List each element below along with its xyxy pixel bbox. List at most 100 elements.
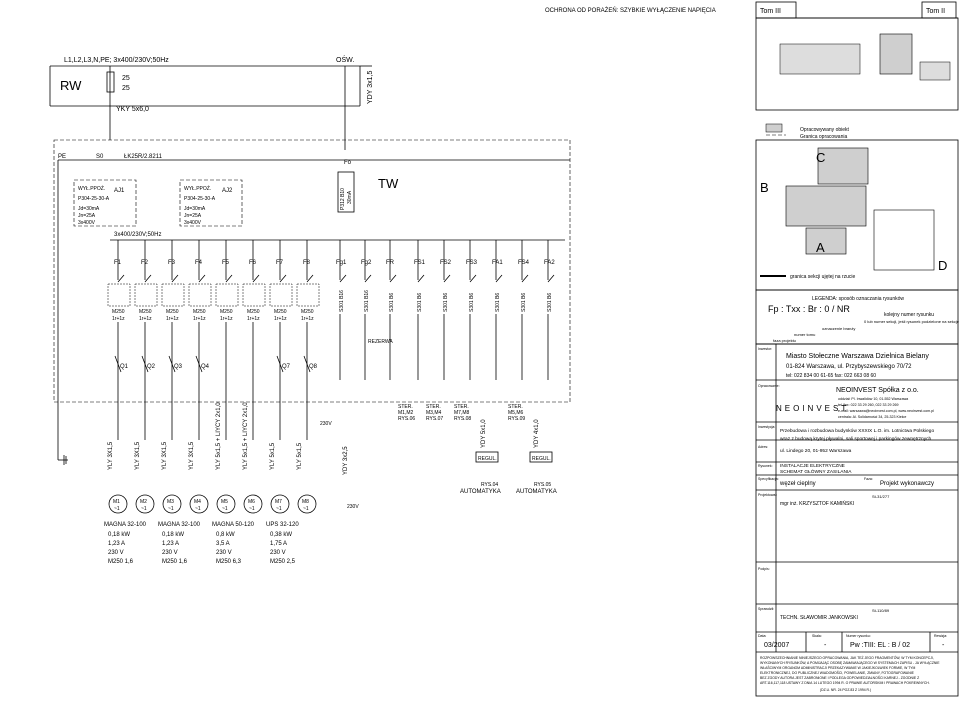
breaker-box [269, 283, 293, 307]
feeder-cable: YLY 5x1,5 + LIYCY 2x1,0 [243, 402, 249, 470]
breaker-row: M2501r+1zM2501r+1zM2501r+1zM2501r+1zM250… [107, 283, 320, 440]
legend-title: LEGENDA: sposób oznaczania rysunków [812, 296, 904, 302]
breaker-mode: 1r+1z [193, 316, 206, 322]
plan-b-label: B [760, 180, 769, 195]
switch-contact [521, 274, 529, 283]
osw-cable: YDY 3x1,5 [367, 71, 374, 104]
breaker-rating: M250 [166, 309, 179, 315]
sprawdzil: TECHN. SŁAWOMIR JANKOWSKI [780, 615, 858, 621]
motor-symbol [270, 494, 290, 514]
skala-label: Skala: [812, 634, 822, 638]
pump-voltage: 230 V [162, 550, 178, 556]
motor-symbol [216, 494, 236, 514]
ster-motors: M3,M4 [426, 410, 442, 416]
switch-contact [144, 274, 152, 283]
projektowal: mgr inż. KRZYSZTOF KAMIŃSKI [780, 500, 854, 507]
podpis-label: Podpis: [758, 567, 770, 571]
switch-contact [495, 274, 503, 283]
legend-granica-sekcji: granica sekcji ujętej na rzucie [790, 274, 856, 280]
plan-b [785, 185, 867, 227]
contactor-symbol [168, 355, 176, 373]
breaker-rating: M250 [247, 309, 260, 315]
firm-l4: centrala: Al. Solidarności 34, 25-323 Ki… [838, 415, 906, 419]
fuse-label: F2 [141, 260, 149, 266]
contactor-label: Q7 [282, 364, 291, 370]
motor-symbol [108, 494, 128, 514]
pump-name: MAGNA 50-120 [212, 522, 255, 528]
pump-voltage: 230 V [108, 550, 124, 556]
contactor-symbol [195, 355, 203, 373]
plan-d-label: D [938, 258, 947, 273]
fuse-label: FS1 [414, 260, 426, 266]
pump-name: MAGNA 32-100 [158, 522, 201, 528]
sheet-title: OCHRONA OD PORAŻEŃ: SZYBKIE WYŁĄCZENIE N… [545, 7, 716, 14]
ster-motors: M5,M6 [508, 410, 524, 416]
s301-label: S301 B6 [495, 293, 501, 312]
switch-contact [389, 274, 397, 283]
tab-tom3[interactable]: Tom III [760, 8, 781, 15]
pump-power: 0,18 kW [108, 532, 130, 538]
rw-label: RW [60, 78, 82, 93]
contactor-label: Q4 [201, 364, 210, 370]
feeder-cable: YLY 3X1,5 [162, 441, 168, 470]
contactor-label: Q1 [120, 364, 129, 370]
legend-sekcja: 0 lub numer sekcji, jeśli rysunek podzie… [864, 319, 960, 324]
breaker-mode: 1r+1z [220, 316, 233, 322]
s301-label: S301 B6 [547, 293, 553, 312]
motor-label: M5 [221, 499, 228, 505]
nr: Pw :TIII: EL : B / 02 [850, 642, 910, 649]
plan-d [873, 209, 935, 271]
switch-contact [225, 274, 233, 283]
ster-title: STER. [508, 404, 523, 410]
switch-contact [417, 274, 425, 283]
motor-label: M1 [113, 499, 120, 505]
switch-contact [443, 274, 451, 283]
footer-3: WŁAŚCIWYM ORGANOM ADMINISTRACJI PRZEKAZY… [760, 665, 916, 670]
aj1-l2: Jn=25A [78, 213, 96, 219]
inwestycja-label: Inwestycja: [758, 425, 775, 429]
aj1-title: WYŁ.PPOŻ. [78, 185, 105, 192]
ster-ref: RYS.08 [454, 416, 471, 422]
footer-1: ROZPOWSZECHNIANIE NINIEJSZEGO OPRACOWANI… [760, 655, 934, 660]
s301-label: S301 B16 [364, 290, 370, 312]
breaker-box [188, 283, 212, 307]
fuse-label: F5 [222, 260, 230, 266]
motor-phase: ~1 [222, 506, 228, 512]
rysunek-2: SCHEMAT GŁÓWNY ZASILANIA [780, 468, 852, 475]
switch-contact [469, 274, 477, 283]
tab-tom2[interactable]: Tom II [926, 8, 945, 15]
pump-motor: M250 6,3 [216, 559, 242, 565]
s301-label: S301 B16 [339, 290, 345, 312]
aj2-title: WYŁ.PPOŻ. [184, 185, 211, 192]
aj2-type: P304-25-30-A [184, 196, 216, 202]
automatyka-1: AUTOMATYKA [460, 489, 501, 495]
adres-label: Adres: [758, 445, 768, 449]
fuse-label: F1 [114, 260, 122, 266]
supply-cable: YKY 5x6,0 [116, 106, 149, 113]
footer-7: (DZ.U. NR. 24 POZ.83 Z 1994 R.) [820, 688, 871, 692]
aj2-l2: Jn=25A [184, 213, 202, 219]
motor-label: M2 [140, 499, 147, 505]
inwestycja-2: wraz z budową krytej pływalni, sali spor… [780, 436, 931, 442]
legend-tomu: numer tomu [794, 332, 815, 337]
automatyka-2: AUTOMATYKA [516, 489, 557, 495]
aj2-id: AJ2 [222, 188, 233, 194]
switch-label: ŁK25R/2.8211 [124, 154, 163, 160]
motor-phase: ~1 [249, 506, 255, 512]
sprawdzil-label: Sprawdził: [758, 607, 774, 611]
feeder-cable: YLY 3X1,5 [135, 441, 141, 470]
fuse-label: FR [386, 260, 395, 266]
motor-symbol [243, 494, 263, 514]
rys05-label: RYS.05 [534, 482, 551, 488]
skala: - [824, 642, 827, 649]
fuse-label: F3 [168, 260, 176, 266]
fo-rating: 30mA [347, 190, 353, 204]
ydy4-cable: YDY 4x1,0 [534, 419, 540, 448]
plan-block [879, 33, 913, 75]
contactor-label: Q2 [147, 364, 156, 370]
faza-label: Faza: [864, 477, 873, 481]
